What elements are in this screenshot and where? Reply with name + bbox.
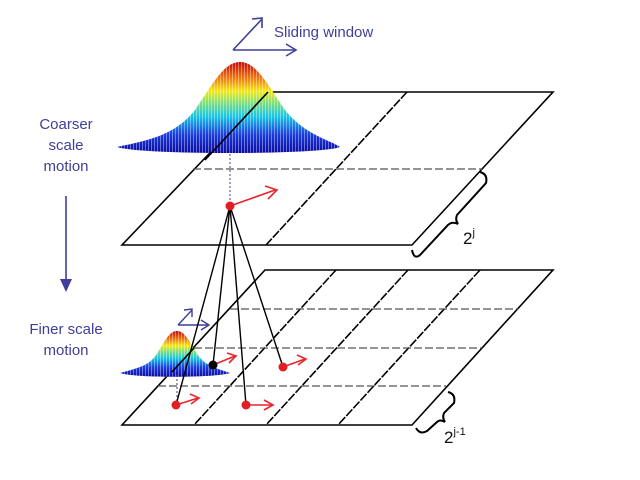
upper-scale-label: 2j	[463, 227, 475, 249]
coarser-scale-motion-label: Coarser scale motion	[24, 114, 108, 177]
lower-scale-exponent: j-1	[453, 426, 466, 438]
coarser-gaussian-window	[117, 62, 340, 153]
lower-scale-brace	[415, 391, 456, 434]
coarser-label-line3: motion	[43, 158, 89, 175]
coarser-grid-plane	[120, 91, 555, 246]
hierarchy-connector-lines	[175, 205, 284, 406]
coarser-label-line2: scale	[48, 137, 84, 154]
sliding-window-axes-icon	[232, 17, 298, 57]
coarser-label-line1: Coarser	[39, 116, 93, 133]
upper-scale-exponent: j	[472, 227, 475, 239]
lower-scale-base: 2	[444, 428, 454, 447]
upper-scale-base: 2	[463, 229, 473, 248]
finer-sliding-window-axes-icon	[177, 308, 211, 331]
fine-motion-point-3	[241, 400, 251, 410]
finer-gaussian-window	[120, 331, 230, 377]
coarse-motion-vector	[229, 185, 279, 207]
finer-label-line2: motion	[43, 342, 89, 359]
lower-scale-label: 2j-1	[444, 426, 466, 448]
sliding-window-label: Sliding window	[274, 24, 374, 41]
fine-motion-point-4	[278, 362, 288, 372]
upper-scale-brace	[411, 171, 488, 258]
fine-motion-point-2	[208, 360, 218, 370]
coarse-motion-point	[225, 201, 235, 211]
fine-motion-vectors	[175, 352, 308, 411]
down-arrow-icon	[60, 196, 72, 292]
finer-scale-motion-label: Finer scale motion	[20, 319, 112, 361]
fine-motion-point-1	[171, 400, 181, 410]
finer-label-line1: Finer scale	[29, 321, 103, 338]
